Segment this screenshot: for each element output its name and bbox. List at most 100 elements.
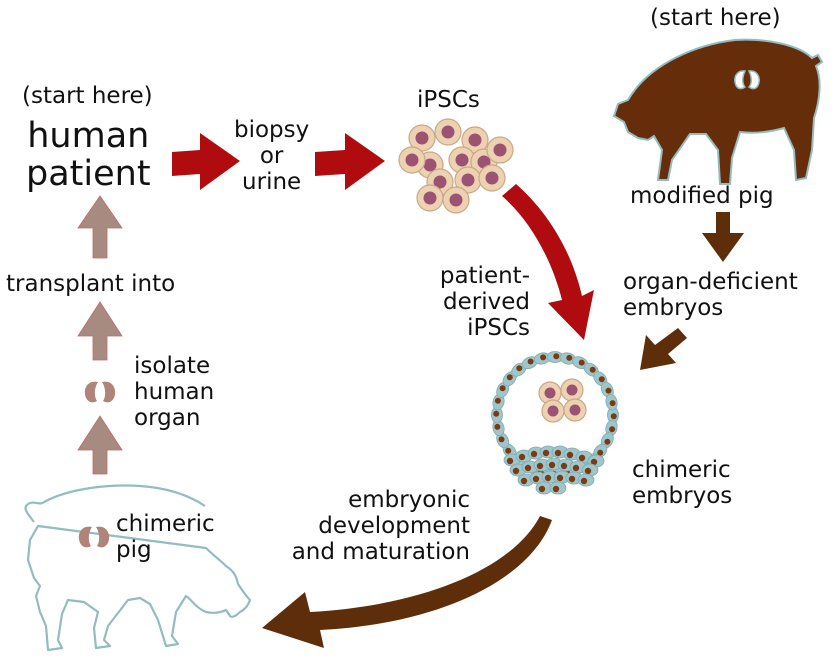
arrow-icon xyxy=(262,516,552,648)
modified-pig-label: modified pig xyxy=(630,183,774,209)
trophoblast-nucleus xyxy=(610,413,617,420)
chimeric-embryos-label: chimeric embryos xyxy=(632,457,733,510)
inner-cell-mass-nucleus xyxy=(580,477,588,485)
trophoblast-nucleus xyxy=(505,447,512,454)
arrow-icon xyxy=(77,415,123,475)
trophoblast-nucleus xyxy=(498,436,505,443)
inner-cell-mass-nucleus xyxy=(544,474,552,482)
biopsy-line: urine xyxy=(242,168,302,195)
inner-cell-mass-nucleus xyxy=(538,485,546,493)
biopsy-label: biopsy or urine xyxy=(234,117,309,195)
chimeric-pig-line: pig xyxy=(116,536,152,563)
inner-cell-mass-nucleus xyxy=(554,449,562,457)
cell-nucleus xyxy=(423,191,437,205)
trophoblast-nucleus xyxy=(499,385,506,392)
embryonic-development-line: and maturation xyxy=(291,538,470,565)
chimeric-embryos-line: embryos xyxy=(632,482,733,509)
trophoblast-nucleus xyxy=(609,426,616,433)
modified-pig-hint: (start here) xyxy=(650,5,781,31)
inner-cell-mass-nucleus xyxy=(532,475,540,483)
chimeric-embryos-line: chimeric xyxy=(632,457,731,483)
transplant-label: transplant into xyxy=(6,271,176,297)
cell-nucleus xyxy=(423,158,437,172)
arrow-icon xyxy=(640,328,687,370)
isolate-organ-line: isolate xyxy=(134,353,211,379)
cell-nucleus xyxy=(455,153,469,167)
inner-cell-mass-nucleus xyxy=(542,449,550,457)
cell-cluster-icon xyxy=(398,118,514,214)
cell-nucleus xyxy=(566,384,578,396)
inner-cell-mass-nucleus xyxy=(568,475,576,483)
inner-cell-mass-nucleus xyxy=(590,458,598,466)
trophoblast-nucleus xyxy=(604,438,611,445)
chimeric-pig-label: chimeric pig xyxy=(116,511,215,564)
inner-cell-mass-nucleus xyxy=(566,451,574,459)
organ-deficient-line: embryos xyxy=(623,294,724,321)
inner-cell-mass-nucleus xyxy=(530,450,538,458)
kidney-icon xyxy=(78,526,110,548)
trophoblast-nucleus xyxy=(506,374,513,381)
isolate-organ-label: isolate human organ xyxy=(134,353,215,431)
trophoblast-nucleus xyxy=(609,400,616,407)
arrow-icon xyxy=(77,301,123,361)
inner-cell-mass-nucleus xyxy=(536,462,544,470)
embryonic-development-line: development xyxy=(318,512,470,539)
arrow-icon xyxy=(315,133,385,190)
inner-cell-mass-nucleus xyxy=(520,477,528,485)
inner-cell-mass-nucleus xyxy=(560,462,568,470)
inner-cell-mass-nucleus xyxy=(552,485,560,493)
kidney-icon xyxy=(734,70,760,90)
inner-cell-mass-nucleus xyxy=(512,467,520,475)
patient-derived-line: patient- xyxy=(439,263,530,289)
trophoblast-nucleus xyxy=(578,359,585,366)
inner-cell-mass-nucleus xyxy=(524,464,532,472)
cell-nucleus xyxy=(433,175,447,189)
inner-cell-mass-nucleus xyxy=(518,453,526,461)
cell-nucleus xyxy=(461,173,475,187)
patient-derived-label: patient- derived iPSCs xyxy=(420,263,530,341)
isolate-organ-line: organ xyxy=(134,404,201,431)
cell-nucleus xyxy=(449,193,463,207)
cell-nucleus xyxy=(485,171,499,185)
kidney-icon xyxy=(84,381,116,403)
trophoblast-nucleus xyxy=(527,358,534,365)
trophoblast-nucleus xyxy=(553,353,560,360)
cell-nucleus xyxy=(441,125,455,139)
embryonic-development-line: embryonic xyxy=(348,487,470,513)
trophoblast-nucleus xyxy=(494,423,501,430)
blastocyst-icon xyxy=(491,351,619,495)
ipscs-label: iPSCs xyxy=(417,87,480,113)
arrow-icon xyxy=(77,195,123,259)
organ-deficient-label: organ-deficient embryos xyxy=(623,269,798,322)
inner-cell-mass-nucleus xyxy=(578,454,586,462)
cell-nucleus xyxy=(544,387,556,399)
trophoblast-nucleus xyxy=(516,365,523,372)
biopsy-line: or xyxy=(259,142,284,169)
cell-nucleus xyxy=(569,404,581,416)
cell-nucleus xyxy=(468,133,482,147)
trophoblast-nucleus xyxy=(598,376,605,383)
trophoblast-nucleus xyxy=(597,449,604,456)
inner-cell-mass-nucleus xyxy=(572,464,580,472)
chimeric-pig-line: chimeric xyxy=(116,511,215,537)
inner-cell-mass-nucleus xyxy=(584,467,592,475)
arrow-icon xyxy=(172,133,240,190)
human-patient-label: human patient xyxy=(26,116,151,194)
arrow-icon xyxy=(702,212,744,262)
trophoblast-nucleus xyxy=(589,366,596,373)
inner-cell-mass-nucleus xyxy=(506,457,514,465)
patient-derived-line: iPSCs xyxy=(467,314,530,341)
arrow-icon xyxy=(502,184,594,340)
cell-nucleus xyxy=(547,405,559,417)
inner-cell-mass-nucleus xyxy=(556,474,564,482)
cell-nucleus xyxy=(477,155,491,169)
isolate-organ-line: human xyxy=(134,378,215,405)
trophoblast-nucleus xyxy=(494,397,501,404)
human-patient-hint: (start here) xyxy=(22,83,153,109)
trophoblast-nucleus xyxy=(605,387,612,394)
organ-deficient-line: organ-deficient xyxy=(623,269,798,295)
human-patient-line: human xyxy=(27,116,150,156)
cell-nucleus xyxy=(405,153,419,167)
cell-nucleus xyxy=(415,131,429,145)
